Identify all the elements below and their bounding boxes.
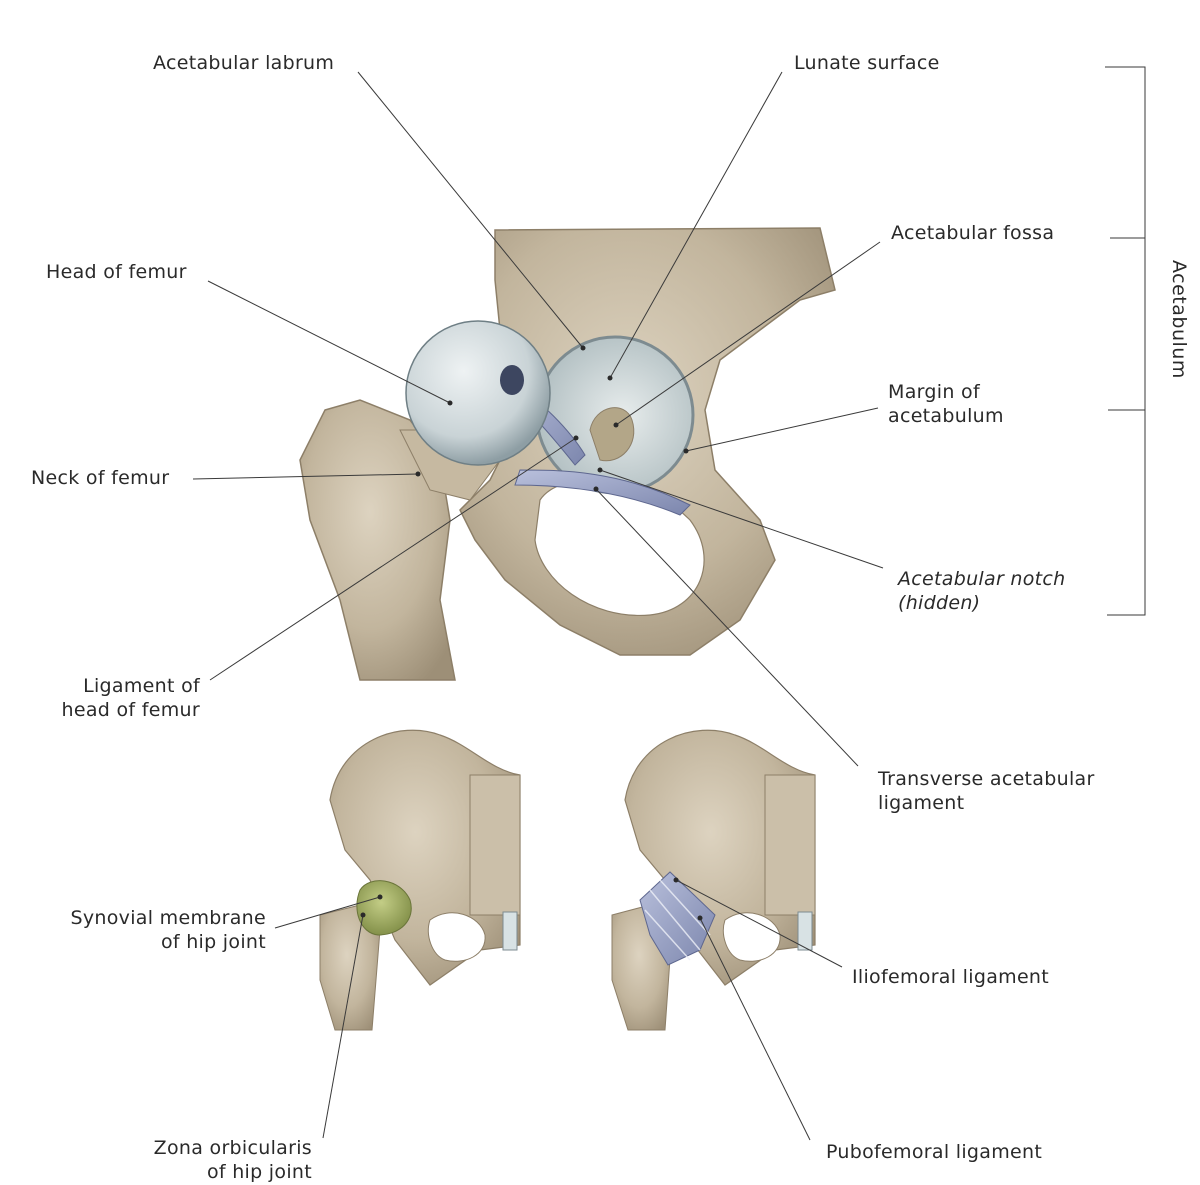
label-acetabular-notch: Acetabular notch (hidden) — [898, 567, 1066, 615]
transverse-ligament-shape — [514, 469, 691, 516]
acetabulum-bracket — [1105, 66, 1146, 616]
label-zona-orbicularis: Zona orbicularis of hip joint — [100, 1136, 312, 1184]
dot-transverse-ligament — [593, 486, 599, 492]
fovea-shape — [500, 365, 524, 395]
label-iliofemoral-ligament: Iliofemoral ligament — [852, 966, 1050, 988]
label-synovial-membrane: Synovial membrane of hip joint — [46, 906, 266, 954]
leader-synovial-membrane — [274, 896, 381, 929]
label-zona-line-1: Zona orbicularis — [153, 1137, 312, 1159]
pubic-symphysis-left — [502, 911, 518, 951]
leader-margin-of-acetabulum — [685, 407, 879, 452]
femoral-head-shape — [405, 320, 551, 466]
label-notch-line-2: (hidden) — [898, 592, 981, 614]
label-zona-line-2: of hip joint — [206, 1161, 312, 1183]
label-pubofemoral-ligament: Pubofemoral ligament — [826, 1141, 1043, 1163]
leader-head-of-femur — [207, 280, 451, 404]
label-ligament-line-2: head of femur — [61, 699, 200, 721]
sacrum-left-shape — [469, 774, 521, 916]
label-ligament-line-1: Ligament of — [83, 675, 200, 697]
label-transverse-line-1: Transverse acetabular — [878, 768, 1095, 790]
leader-acetabular-fossa — [615, 241, 881, 426]
label-acetabular-labrum: Acetabular labrum — [153, 52, 335, 74]
leader-acetabular-notch — [599, 469, 884, 569]
pubic-symphysis-right — [797, 911, 813, 951]
dot-acetabular-fossa — [613, 422, 619, 428]
dot-neck-of-femur — [415, 471, 421, 477]
leader-dots — [360, 345, 703, 921]
synovial-membrane-shape — [356, 880, 412, 936]
sacrum-right-shape — [764, 774, 816, 916]
dot-lunate-surface — [607, 375, 613, 381]
label-margin-of-acetabulum: Margin of acetabulum — [888, 380, 1004, 428]
label-margin-line-2: acetabulum — [888, 405, 1004, 427]
dot-pubofemoral — [697, 915, 703, 921]
dot-synovial-membrane — [377, 894, 383, 900]
label-lunate-surface: Lunate surface — [794, 52, 940, 74]
dot-margin-of-acetabulum — [683, 448, 689, 454]
label-margin-line-1: Margin of — [888, 381, 980, 403]
pelvis-right-foramen — [722, 912, 781, 962]
leader-iliofemoral — [675, 879, 843, 968]
lower-right-illustration — [611, 729, 816, 1031]
leader-lunate-surface — [609, 71, 783, 379]
label-transverse-line-2: ligament — [878, 792, 965, 814]
dot-ligament-of-head — [573, 435, 579, 441]
dot-acetabular-labrum — [580, 345, 586, 351]
leader-pubofemoral — [699, 917, 811, 1141]
dot-acetabular-notch — [597, 467, 603, 473]
capsule-fibers — [644, 879, 711, 961]
leader-lines — [192, 66, 1146, 1141]
dot-iliofemoral — [673, 877, 679, 883]
acetabular-fossa-shape — [589, 407, 635, 462]
femur-shaft-shape — [299, 399, 456, 681]
label-acetabular-fossa: Acetabular fossa — [891, 222, 1055, 244]
leader-zona-orbicularis — [322, 914, 364, 1139]
leader-neck-of-femur — [192, 473, 419, 480]
label-synovial-line-2: of hip joint — [160, 931, 266, 953]
leader-transverse-ligament — [595, 488, 859, 767]
label-notch-line-1: Acetabular notch — [898, 568, 1066, 590]
main-hip-illustration — [299, 227, 836, 681]
label-transverse-acetabular-ligament: Transverse acetabular ligament — [878, 767, 1095, 815]
label-ligament-of-head: Ligament of head of femur — [40, 674, 200, 722]
lower-left-illustration — [319, 729, 521, 1031]
label-synovial-line-1: Synovial membrane — [70, 907, 266, 929]
leader-ligament-of-head — [209, 437, 577, 681]
label-neck-of-femur: Neck of femur — [31, 467, 170, 489]
dot-zona-orbicularis — [360, 912, 366, 918]
pelvis-left-foramen — [427, 912, 486, 962]
dot-head-of-femur — [447, 400, 453, 406]
label-acetabulum-bracket: Acetabulum — [1168, 260, 1190, 379]
leader-acetabular-labrum — [357, 71, 584, 349]
label-head-of-femur: Head of femur — [46, 261, 187, 283]
